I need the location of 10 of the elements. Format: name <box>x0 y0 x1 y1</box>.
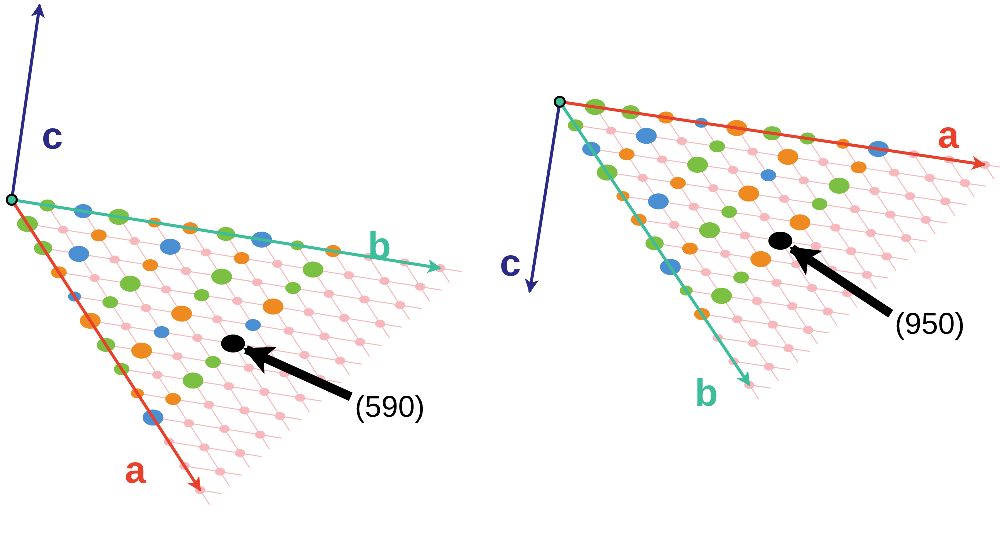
plane-index-label: (950) <box>895 310 966 340</box>
plane-index-label: (590) <box>355 393 426 423</box>
axis-label: c <box>42 118 64 156</box>
axis-label: b <box>695 375 718 413</box>
axis-label: a <box>125 452 146 490</box>
reflection-spot <box>221 334 246 353</box>
reflection-spot <box>768 232 793 250</box>
axis-label: a <box>938 117 960 155</box>
axis-label: c <box>500 245 522 283</box>
pointer-arrow <box>244 346 353 402</box>
